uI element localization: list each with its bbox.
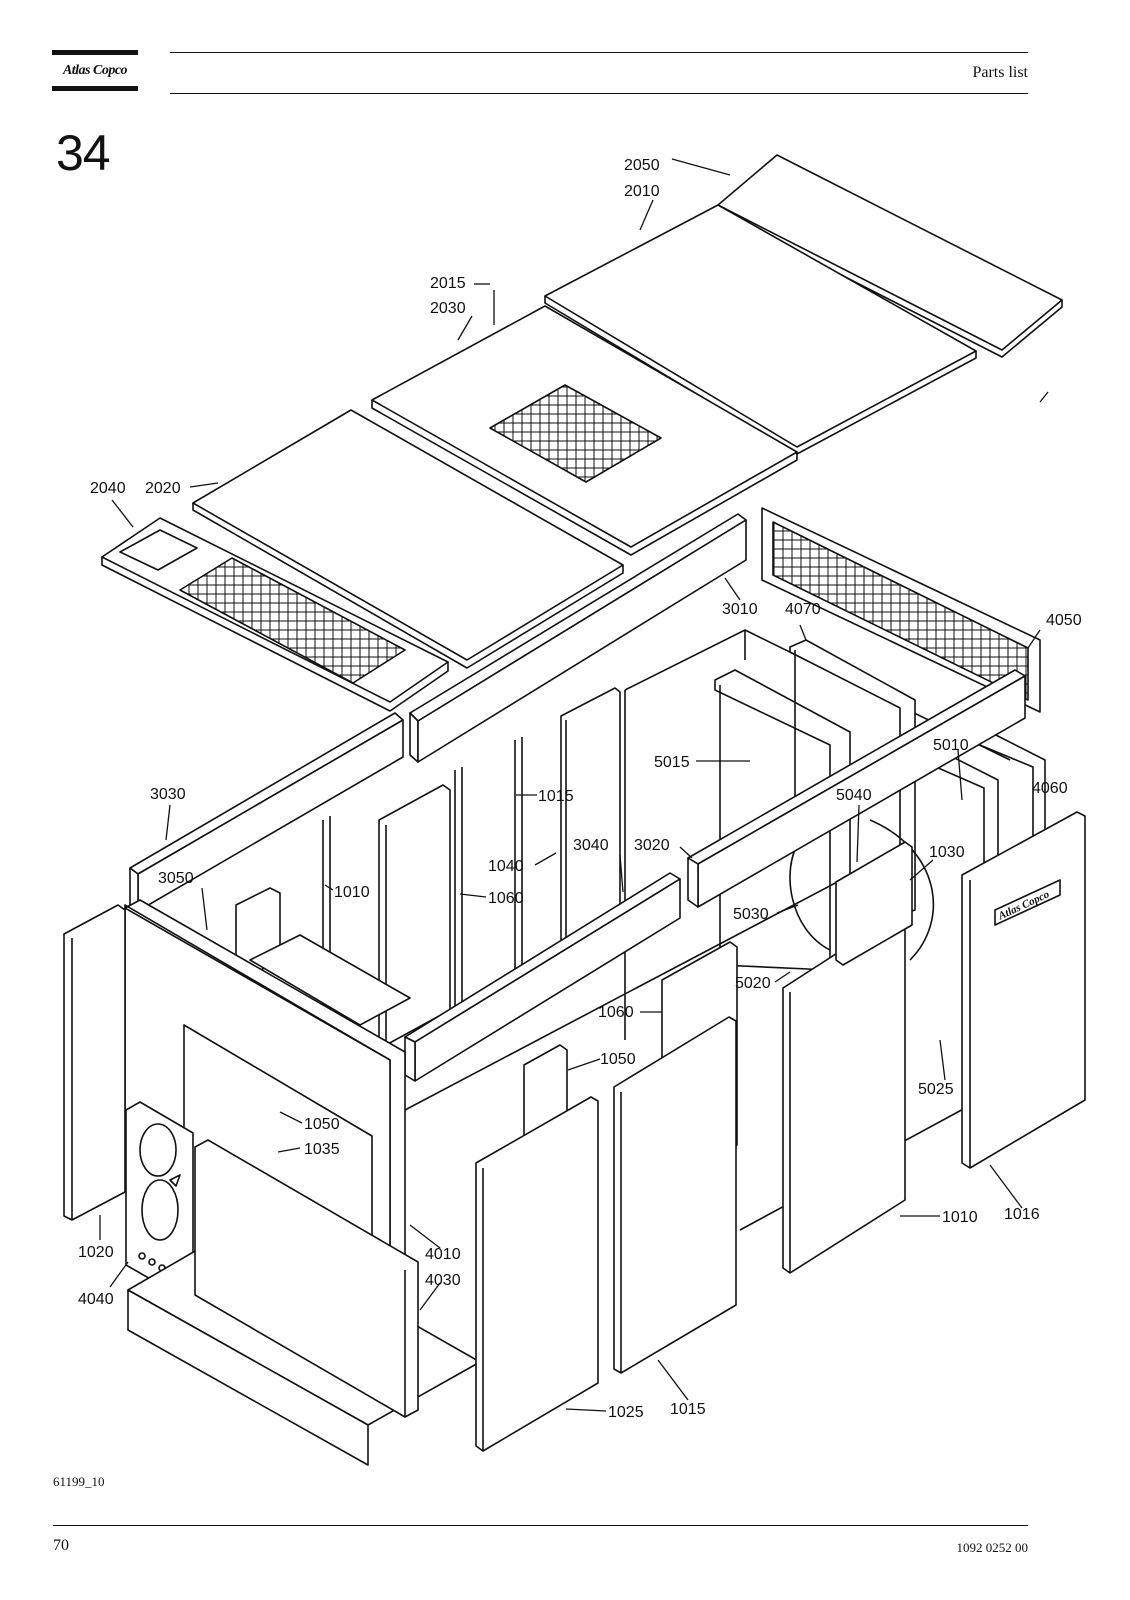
callout-1025: 1025 — [608, 1404, 644, 1421]
beam-3040 — [404, 872, 681, 1082]
callout-4040: 4040 — [78, 1291, 114, 1308]
rear-frame — [624, 507, 1041, 1040]
roof-panel-2020 — [192, 409, 624, 669]
callout-1010-front: 1010 — [942, 1209, 978, 1226]
callout-3020: 3020 — [634, 837, 670, 854]
callout-4050: 4050 — [1046, 612, 1082, 629]
side-door-1020 — [63, 904, 126, 1221]
callout-1060: 1060 — [488, 890, 524, 907]
header-bottom-rule — [170, 93, 1028, 94]
callout-1040: 1040 — [488, 858, 524, 875]
callout-1030: 1030 — [929, 844, 965, 861]
door-1025 — [475, 1096, 599, 1452]
callout-5015: 5015 — [654, 754, 690, 771]
roof-panel-2030 — [371, 305, 798, 556]
beam-3030 — [129, 712, 404, 912]
callout-2050: 2050 — [624, 157, 660, 174]
door-1015b — [613, 1016, 737, 1374]
callout-1050-left: 1050 — [304, 1116, 340, 1133]
callout-3030: 3030 — [150, 786, 186, 803]
callout-5025: 5025 — [918, 1081, 954, 1098]
callout-1015: 1015 — [538, 788, 574, 805]
page-number: 70 — [53, 1537, 69, 1554]
control-panel-4040 — [125, 1101, 194, 1297]
callout-5020: 5020 — [735, 975, 771, 992]
callout-4010: 4010 — [425, 1246, 461, 1263]
chapter-number: 34 — [56, 125, 111, 181]
callout-1016: 1016 — [1004, 1206, 1040, 1223]
callout-1015-lower: 1015 — [670, 1401, 706, 1418]
callout-4030: 4030 — [425, 1272, 461, 1289]
panel-5040 — [835, 841, 913, 966]
document-number: 1092 0252 00 — [956, 1540, 1029, 1555]
footer-rule — [53, 1525, 1028, 1526]
inner-post-1040 — [514, 737, 523, 995]
callout-4070: 4070 — [785, 601, 821, 618]
callout-1035: 1035 — [304, 1141, 340, 1158]
callout-2030: 2030 — [430, 300, 466, 317]
callout-2010: 2010 — [624, 183, 660, 200]
atlas-copco-logo: Atlas Copco — [52, 50, 138, 94]
callout-5010: 5010 — [933, 737, 969, 754]
callout-1060-lower: 1060 — [598, 1004, 634, 1021]
drawing-reference: 61199_10 — [53, 1474, 105, 1489]
section-title: Parts list — [972, 64, 1028, 81]
callout-3050: 3050 — [158, 870, 194, 887]
door-1010c — [782, 913, 906, 1274]
callout-2015: 2015 — [430, 275, 466, 292]
callout-1050: 1050 — [600, 1051, 636, 1068]
logo-wordmark: Atlas Copco — [62, 63, 128, 78]
front-panel-4030 — [194, 1139, 419, 1418]
callout-2040: 2040 — [90, 480, 126, 497]
callout-2020: 2020 — [145, 480, 181, 497]
beam-3010 — [409, 513, 747, 763]
inner-post-1060 — [454, 767, 463, 1010]
callout-4060: 4060 — [1032, 780, 1068, 797]
callout-3010: 3010 — [722, 601, 758, 618]
callout-5040: 5040 — [836, 787, 872, 804]
callout-1010: 1010 — [334, 884, 370, 901]
door-1016 — [961, 811, 1086, 1169]
callout-5030: 5030 — [733, 906, 769, 923]
callout-3040: 3040 — [573, 837, 609, 854]
callout-1020: 1020 — [78, 1244, 114, 1261]
header-top-rule — [170, 52, 1028, 53]
beam-5010 — [687, 669, 1026, 908]
roof-panel-2040 — [101, 517, 449, 712]
